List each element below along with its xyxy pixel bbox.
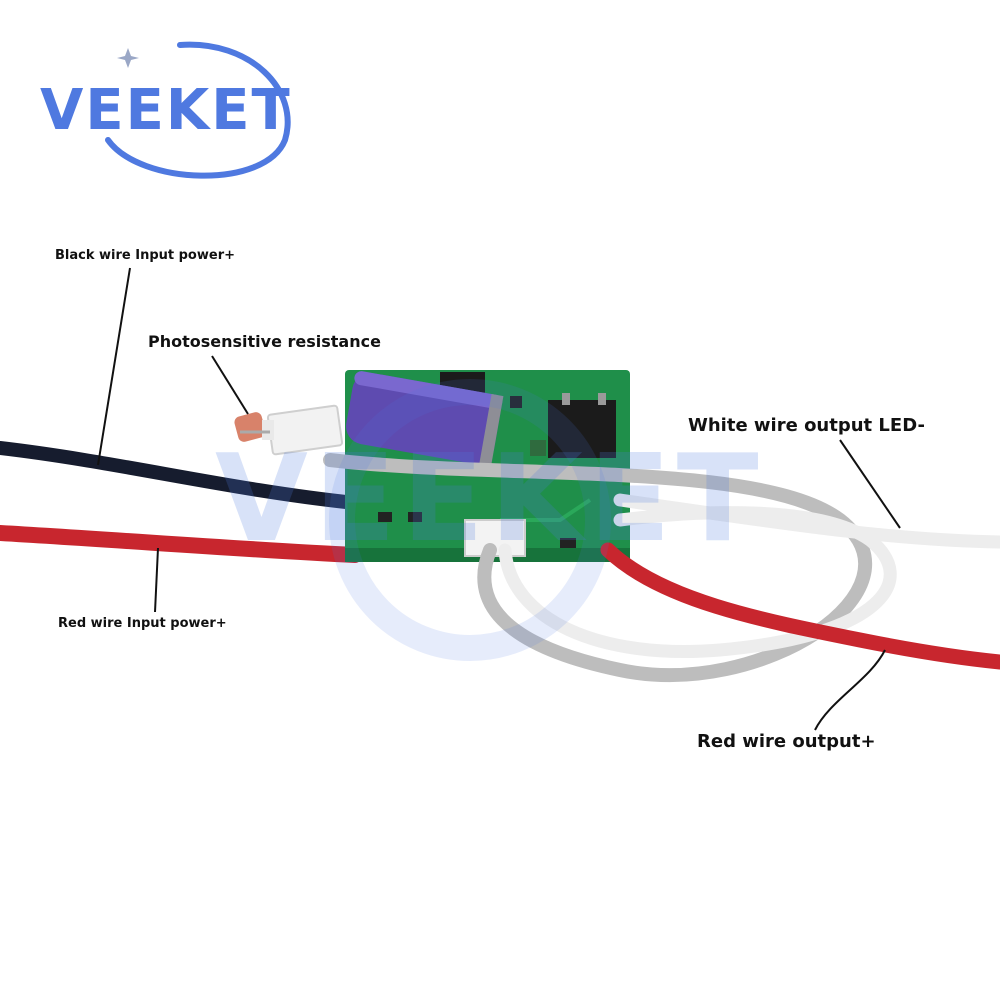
white-wire-loop [498,506,897,659]
label-photoresistor: Photosensitive resistance [148,332,381,351]
brand-logo-text: VEEKET [40,78,292,143]
grey-wire [323,453,873,682]
callout-line-black [97,267,131,466]
smd-component [408,512,422,522]
transistor-pin [562,393,570,405]
label-red-wire-output: Red wire output+ [697,731,876,752]
transistor-pin [598,393,606,405]
smd-component [560,538,576,548]
red-output-wire [600,542,1000,670]
photoresistor [234,404,344,456]
label-white-wire: White wire output LED- [688,415,925,436]
capacitor [346,371,504,468]
label-red-wire-input: Red wire Input power+ [58,616,227,631]
callout-line-photo [211,355,249,415]
smd-component [530,440,546,456]
smd-component [510,396,522,408]
transistor [548,400,616,458]
logo-star [117,48,139,68]
label-black-wire: Black wire Input power+ [55,248,235,263]
callout-line-red-in [154,547,159,613]
callout-line-red-out [814,649,886,731]
black-wire [0,441,362,510]
red-input-wire [0,525,363,563]
watermark-ring [329,379,611,661]
callout-line-white [839,439,901,529]
smd-component [378,512,392,522]
white-output-wire [613,493,1000,549]
logo-swoosh [105,41,291,179]
